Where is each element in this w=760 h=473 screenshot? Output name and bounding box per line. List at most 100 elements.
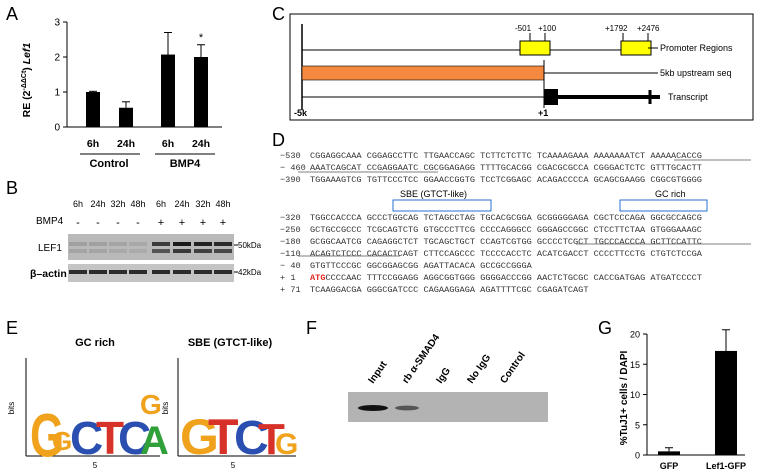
panel-b-bmp4-label: BMP4 [36,216,64,227]
panel-d-line-number: −250 [280,225,301,235]
panel-b-mw1: 50kDa [238,241,262,250]
panel-b-actin-band [129,270,147,274]
panel-c-legend-upstream: 5kb upstream seq [660,68,732,78]
panel-a-xtick-label: 24h [117,138,135,150]
panel-a-bar [86,92,100,127]
panel-g-xtick-label: Lef1-GFP [706,461,746,471]
panel-d-line-number: − 40 [280,261,301,271]
panel-b-timepoint: 48h [130,199,145,209]
panel-c-exon-1 [544,89,558,105]
panel-b-actin-band [109,270,127,274]
panel-b-bmp4-sign: - [76,217,80,229]
panel-e-tick-1: 5 [93,461,98,470]
panel-d-sequence-line: −530 CGGAGGCAAA CGGAGCCTTC TTGAACCAGC TCT… [280,150,702,162]
panel-c-upstream-bar [301,65,545,81]
panel-b-lef1-band-lower [89,249,107,253]
panel-a-group-control: Control [89,158,128,170]
panel-b-actin-band [214,270,232,274]
panel-b-lef1-band-lower [129,249,147,253]
panel-g-ylabel: %TuJ1+ cells / DAPI [619,350,630,445]
panel-g-significance-star: ** [721,318,732,325]
panel-b-lef1-band-lower [109,249,127,253]
panel-c-frame [289,13,754,121]
panel-b-lef1-band-lower [173,249,191,253]
panel-g-xtick-label: GFP [660,461,679,471]
panel-d-start-codon: ATG [310,273,326,283]
panel-c-legend-promoter: Promoter Regions [660,43,733,53]
panel-g-bar [658,451,680,455]
panel-d-sbe-label: SBE (GTCT-like) [400,189,467,199]
panel-g-bar [715,350,737,455]
panel-c-tss-coord: +1 [538,108,548,118]
panel-b-lef1-band-lower [69,249,87,253]
panel-d-line-sequence: AAATCAGCAT CCGAGGAATC CGCGGAGAGG TTTTGCA… [310,163,702,173]
panel-d-line-sequence: TGGAAAGTCG TGTTCCCTCC GGAACCGGTG TCCTCGG… [310,175,702,185]
panel-d-line-sequence: GTGTTCCCGC GGCGGAGCGG AGATTACACA GCCGCCG… [310,261,532,271]
panel-f-band-smad4 [395,405,419,411]
panel-d-line-sequence: CGGAGGCAAA CGGAGCCTTC TTGAACCAGC TCTTCTC… [310,151,702,161]
panel-d-sequence-line: −390 TGGAAAGTCG TGTTCCCTCC GGAACCGGTG TCC… [280,174,702,186]
panel-d-line-number: −320 [280,213,301,223]
panel-b-actin-band [152,270,170,274]
panel-a-group-bmp4: BMP4 [170,158,201,170]
panel-b-timepoint: 32h [110,199,125,209]
logo-t-3: T [258,415,285,464]
logo-c-1: C [70,412,103,464]
logo-g-2: G [52,426,72,456]
panel-b-bmp4-sign: + [158,217,164,229]
panel-e-ylabel-2: bits [161,402,170,414]
panel-a-ytick-label: 3 [54,18,60,29]
panel-b-bmp4-sign: - [96,217,100,229]
panel-a-ylabel: RE (2-ΔΔCt) Lef1 [21,43,33,118]
panel-label-c: C [272,4,285,24]
logo-g-4: G [180,409,219,465]
panel-d-line-number: −390 [280,175,301,185]
panel-b-bmp4-sign: + [179,217,185,229]
panel-d-line-number: −110 [280,249,301,259]
panel-b-timepoint: 6h [156,199,166,209]
panel-b-lef1-band-lower [152,249,170,253]
logo-t-2: T [208,409,239,465]
panel-b-lef1-band [69,242,87,246]
panel-c-pos-1792: +1792 [605,24,628,33]
panel-d-overlay: SBE (GTCT-like) GC rich [298,159,751,257]
panel-a-ytick-label: 2 [54,53,60,64]
panel-f-lane-label: No IgG [465,352,493,385]
panel-b-timepoint: 32h [195,199,210,209]
panel-b-actin-band [194,270,212,274]
panel-label-e: E [6,318,19,338]
panel-c-promoter-region-1 [519,40,551,56]
panel-c-pos-501: -501 [515,24,532,33]
panel-d-line-sequence: GCTGCCGCCC TCGCAGTCTG GTGCCCTTCG CCCCAGG… [310,225,702,235]
panel-b-lef1-band [194,242,212,246]
panel-c-promoter-region-2 [620,40,652,56]
panel-c-pos-100: +100 [538,24,557,33]
panel-g-ytick-label: 20 [630,330,640,340]
panel-c-schematic: -501 +100 +1792 +2476 Promoter Regions 5… [289,13,754,121]
panel-e-title-sbe: SBE (GTCT-like) [188,337,273,349]
logo-g-3: G [140,389,162,420]
panel-d-sbe-box [392,199,492,212]
panel-d-sequence-line: − 40 GTGTTCCCGC GGCGGAGCGG AGATTACACA GCC… [280,260,532,272]
logo-g-5: G [275,428,298,461]
panel-a-xtick-label: 6h [162,138,174,150]
panel-b-actin-band [89,270,107,274]
panel-g-ytick-label: 15 [630,360,640,370]
panel-g-ytick-label: 5 [635,420,640,430]
logo-g-1: G [30,403,64,471]
panel-label-b: B [6,178,19,198]
panel-d-line-number: −530 [280,151,301,161]
panel-b-lef1-band-lower [194,249,212,253]
panel-e-title-gc: GC rich [75,337,115,349]
panel-d-sequence-line: −250 GCTGCCGCCC TCGCAGTCTG GTGCCCTTCG CCC… [280,224,702,236]
panel-b-lef1-band [214,242,232,246]
panel-d-sequence: −530 CGGAGGCAAA CGGAGCCTTC TTGAACCAGC TCT… [280,150,760,315]
panel-b-lef1-band [152,242,170,246]
panel-b-actin-band [173,270,191,274]
panel-g-ytick-label: 0 [635,451,640,461]
panel-c-legend-transcript: Transcript [668,92,708,102]
